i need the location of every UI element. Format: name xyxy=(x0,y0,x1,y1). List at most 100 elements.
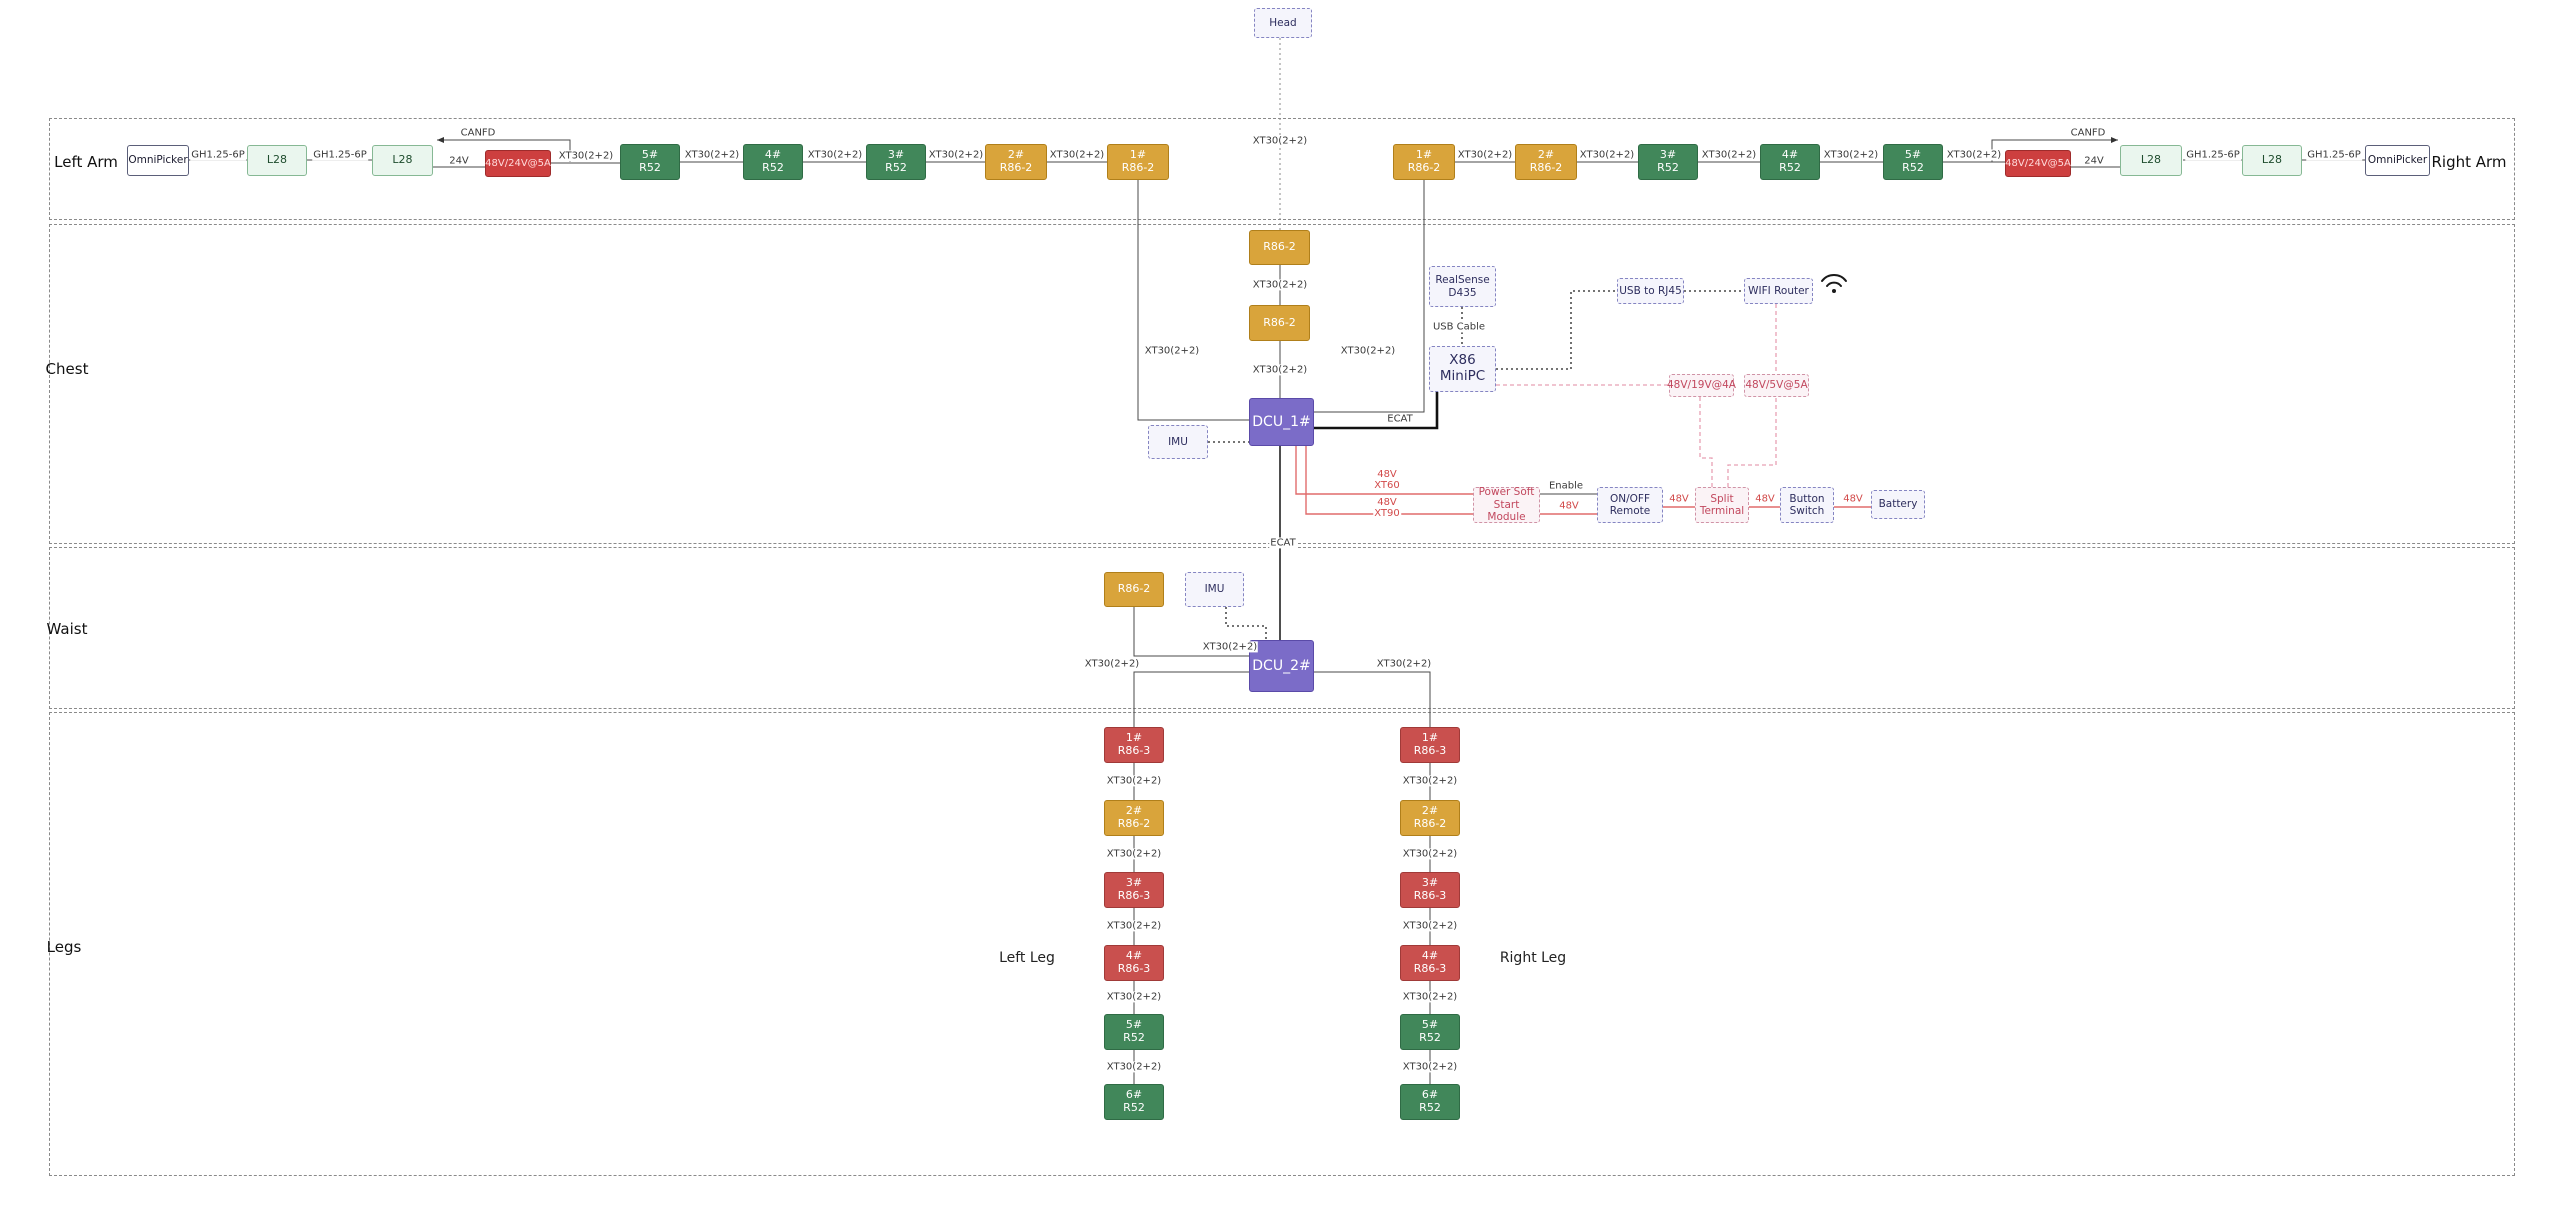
node-right-arm-5: 5# R52 xyxy=(1883,144,1943,180)
wire-label: XT30(2+2) xyxy=(1105,848,1163,860)
section-waist xyxy=(49,547,2515,709)
node-power-soft-start: Power Soft Start Module xyxy=(1473,486,1540,523)
wire-label: XT30(2+2) xyxy=(927,149,985,161)
wire-label: ECAT xyxy=(1386,413,1414,425)
node-left-arm-2: 2# R86-2 xyxy=(985,144,1047,180)
node-left-leg-3: 3# R86-3 xyxy=(1104,872,1164,908)
node-left-omnipicker: OmniPicker xyxy=(127,145,189,176)
wire-label: XT30(2+2) xyxy=(557,150,615,162)
node-right-leg-6: 6# R52 xyxy=(1400,1084,1460,1120)
node-imu-waist: IMU xyxy=(1185,572,1244,607)
node-x86-minipc: X86 MiniPC xyxy=(1429,346,1496,392)
node-right-arm-1: 1# R86-2 xyxy=(1393,144,1455,180)
wire-label: GH1.25-6P xyxy=(312,149,368,161)
node-right-l28-outer: L28 xyxy=(2242,145,2302,176)
wire-label: XT30(2+2) xyxy=(1375,658,1433,670)
edge-21 xyxy=(1137,180,1249,421)
wire-label: 48V xyxy=(1842,493,1864,505)
section-label-arms-1: Right Arm xyxy=(2431,153,2507,171)
node-right-leg-4: 4# R86-3 xyxy=(1400,945,1460,981)
section-label-legs-0: Legs xyxy=(46,938,82,956)
wire-label: XT30(2+2) xyxy=(1945,149,2003,161)
node-split-terminal: Split Terminal xyxy=(1695,487,1749,523)
node-right-dcdc: 48V/24V@5A xyxy=(2005,150,2071,177)
wifi-icon xyxy=(1821,274,1847,293)
wire-label: XT30(2+2) xyxy=(1700,149,1758,161)
node-right-leg-1: 1# R86-3 xyxy=(1400,727,1460,763)
edge-24 xyxy=(1225,607,1267,640)
wire-label: XT30(2+2) xyxy=(1456,149,1514,161)
node-right-leg-2: 2# R86-2 xyxy=(1400,800,1460,836)
node-right-l28-inner: L28 xyxy=(2120,145,2182,176)
free-label-1: Right Leg xyxy=(1499,950,1567,966)
wire-label: 48V xyxy=(1754,493,1776,505)
node-left-dcdc: 48V/24V@5A xyxy=(485,150,551,177)
wire-label: 48V xyxy=(1558,500,1580,512)
section-label-chest-0: Chest xyxy=(45,360,89,378)
node-right-arm-3: 3# R52 xyxy=(1638,144,1698,180)
wire-label: GH1.25-6P xyxy=(2306,149,2362,161)
node-right-leg-5: 5# R52 xyxy=(1400,1014,1460,1050)
edge-25 xyxy=(1314,392,1439,430)
wire-label: XT30(2+2) xyxy=(1822,149,1880,161)
wire-label: XT30(2+2) xyxy=(806,149,864,161)
node-left-l28-inner: L28 xyxy=(372,145,433,176)
wire-label: XT30(2+2) xyxy=(1048,149,1106,161)
node-neck-r86-lower: R86-2 xyxy=(1249,305,1310,341)
node-right-leg-3: 3# R86-3 xyxy=(1400,872,1460,908)
node-left-arm-3: 3# R52 xyxy=(866,144,926,180)
wire-label: XT30(2+2) xyxy=(1251,135,1309,147)
section-chest xyxy=(49,224,2515,544)
edge-42 xyxy=(1133,671,1249,727)
wire-label: CANFD xyxy=(459,127,497,139)
edge-22 xyxy=(1314,180,1425,413)
node-left-leg-4: 4# R86-3 xyxy=(1104,945,1164,981)
wire-label: USB Cable xyxy=(1431,321,1487,333)
wire-label: 48V xyxy=(1668,493,1690,505)
node-dcdc-19v: 48V/19V@4A xyxy=(1667,374,1736,397)
edge-40 xyxy=(1727,397,1777,487)
wire-label: XT30(2+2) xyxy=(683,149,741,161)
wire-label: XT30(2+2) xyxy=(1105,1061,1163,1073)
node-left-leg-5: 5# R52 xyxy=(1104,1014,1164,1050)
wire-label: GH1.25-6P xyxy=(190,149,246,161)
node-left-arm-1: 1# R86-2 xyxy=(1107,144,1169,180)
edge-39 xyxy=(1699,397,1713,487)
wire-label: XT30(2+2) xyxy=(1105,991,1163,1003)
section-legs xyxy=(49,712,2515,1176)
node-button-switch: Button Switch xyxy=(1780,487,1834,523)
edge-43 xyxy=(1314,671,1431,727)
node-left-leg-2: 2# R86-2 xyxy=(1104,800,1164,836)
node-left-arm-4: 4# R52 xyxy=(743,144,803,180)
node-imu-chest: IMU xyxy=(1148,425,1208,459)
wire-label: 24V xyxy=(448,155,470,167)
node-left-leg-1: 1# R86-3 xyxy=(1104,727,1164,763)
wire-label: XT30(2+2) xyxy=(1083,658,1141,670)
wire-label: XT30(2+2) xyxy=(1578,149,1636,161)
node-waist-r86: R86-2 xyxy=(1104,572,1164,607)
wire-label: Enable xyxy=(1547,480,1585,492)
node-battery: Battery xyxy=(1871,490,1925,519)
wire-label: GH1.25-6P xyxy=(2185,149,2241,161)
wire-label: XT30(2+2) xyxy=(1201,641,1259,653)
edge-35 xyxy=(1496,290,1617,370)
wire-label: XT30(2+2) xyxy=(1143,345,1201,357)
node-left-arm-5: 5# R52 xyxy=(620,144,680,180)
edge-27 xyxy=(1295,446,1473,495)
wire-label: 48V XT60 xyxy=(1373,468,1401,492)
node-right-omnipicker: OmniPicker xyxy=(2365,145,2430,176)
node-onoff-remote: ON/OFF Remote xyxy=(1597,487,1663,523)
node-right-arm-2: 2# R86-2 xyxy=(1515,144,1577,180)
node-right-arm-4: 4# R52 xyxy=(1760,144,1820,180)
node-dcu-2: DCU_2# xyxy=(1249,640,1314,692)
section-label-waist-0: Waist xyxy=(46,620,88,638)
wire-label: XT30(2+2) xyxy=(1105,920,1163,932)
wire-label: XT30(2+2) xyxy=(1401,920,1459,932)
node-dcdc-5v: 48V/5V@5A xyxy=(1744,374,1809,397)
node-neck-r86-upper: R86-2 xyxy=(1249,230,1310,265)
node-dcu-1: DCU_1# xyxy=(1249,398,1314,446)
node-left-leg-6: 6# R52 xyxy=(1104,1084,1164,1120)
free-label-0: Left Leg xyxy=(999,950,1055,966)
edge-28 xyxy=(1305,446,1473,515)
